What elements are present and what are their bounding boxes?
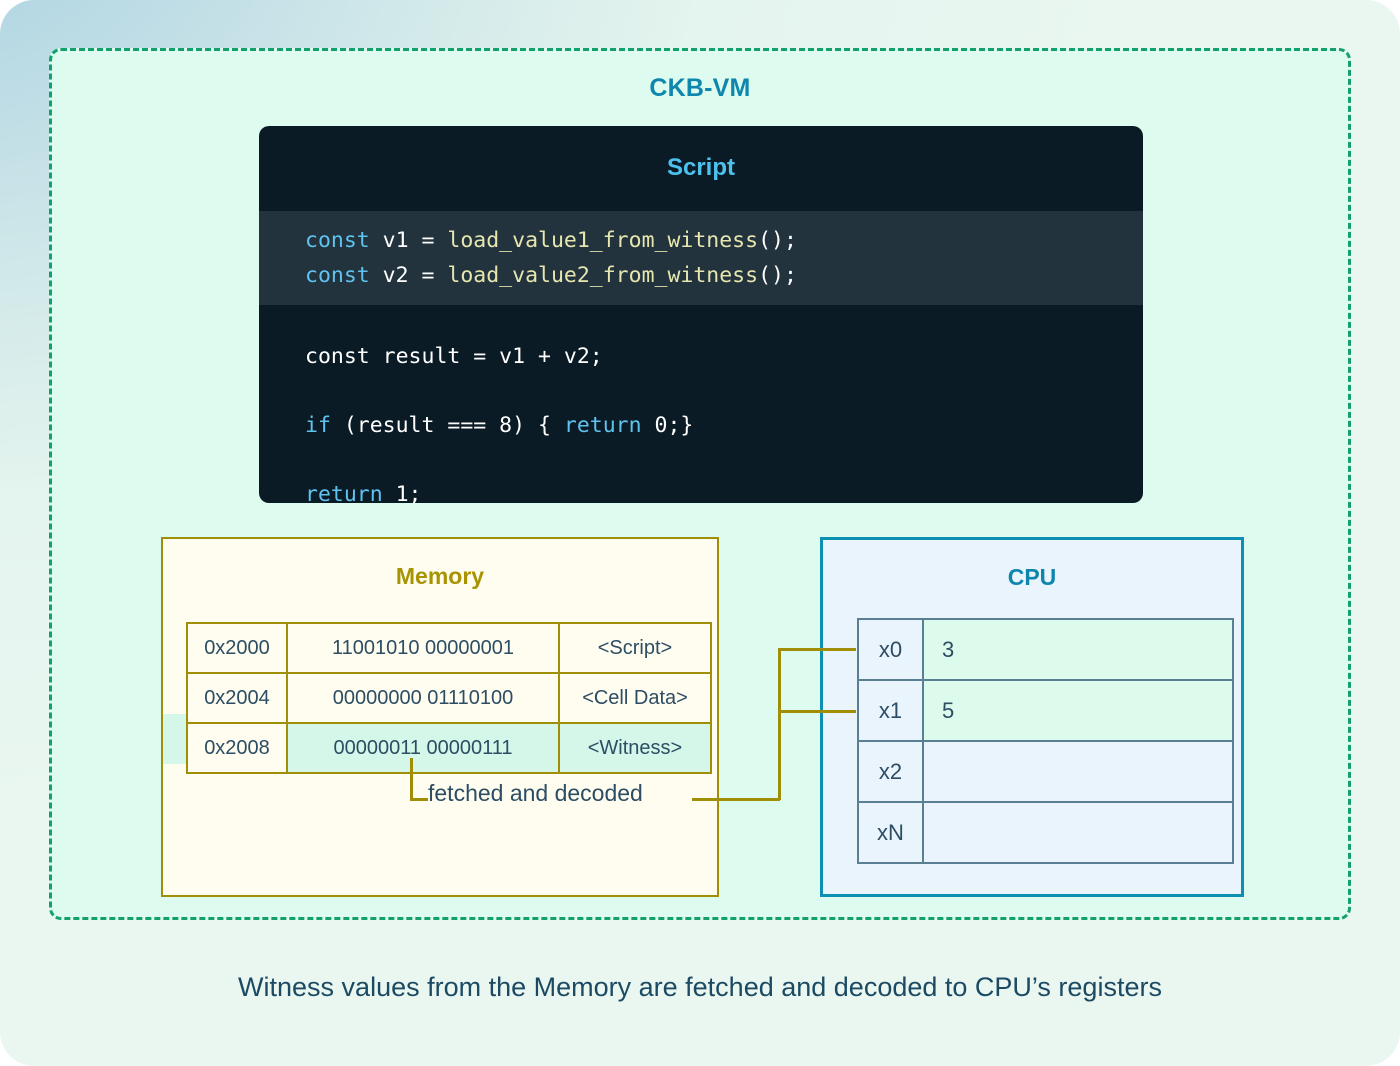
memory-tag-cell: <Cell Data> bbox=[558, 672, 712, 724]
memory-address-cell: 0x2004 bbox=[186, 672, 288, 724]
connector-branch-x0 bbox=[778, 648, 856, 651]
ckb-vm-title: CKB-VM bbox=[649, 74, 751, 102]
fetched-and-decoded-label: fetched and decoded bbox=[428, 780, 643, 806]
cpu-register-value-cell: 5 bbox=[922, 679, 1234, 742]
memory-address-cell: 0x2008 bbox=[186, 722, 288, 774]
connector-branch-x1 bbox=[778, 710, 856, 713]
cpu-register-name-cell: xN bbox=[857, 801, 924, 864]
cpu-register-name-cell: x1 bbox=[857, 679, 924, 742]
code-line: if (result === 8) { return 0;} bbox=[259, 408, 1143, 443]
code-blank-line bbox=[259, 305, 1143, 339]
memory-tag-cell: <Script> bbox=[558, 622, 712, 674]
code-text: v2 = bbox=[382, 263, 448, 288]
script-code-block: const v1 = load_value1_from_witness();co… bbox=[259, 211, 1143, 503]
cpu-register-name-cell: x0 bbox=[857, 618, 924, 681]
diagram-caption: Witness values from the Memory are fetch… bbox=[238, 972, 1162, 1002]
memory-title: Memory bbox=[395, 563, 485, 589]
memory-highlight-bleed bbox=[163, 714, 189, 764]
memory-bits-cell: 00000011 00000111 bbox=[286, 722, 560, 774]
code-text: v1 = bbox=[382, 228, 448, 253]
cpu-register-value-cell bbox=[922, 740, 1234, 803]
code-function-name: load_value1_from_witness bbox=[447, 228, 759, 253]
cpu-title: CPU bbox=[1007, 564, 1057, 590]
memory-bits-cell: 00000000 01110100 bbox=[286, 672, 560, 724]
cpu-register-row: xN bbox=[857, 801, 1234, 864]
code-blank-line bbox=[259, 443, 1143, 477]
cpu-register-name-cell: x2 bbox=[857, 740, 924, 803]
memory-address-cell: 0x2000 bbox=[186, 622, 288, 674]
code-text: 0;} bbox=[641, 413, 694, 438]
code-keyword: const bbox=[305, 228, 383, 253]
code-line: const result = v1 + v2; bbox=[259, 339, 1143, 374]
connector-label-foot-left bbox=[410, 798, 428, 801]
connector-label-foot-right bbox=[692, 798, 780, 801]
code-line: const v1 = load_value1_from_witness(); bbox=[259, 223, 1143, 258]
code-keyword: return bbox=[563, 413, 642, 438]
code-keyword: const bbox=[305, 263, 383, 288]
code-keyword: return bbox=[305, 482, 383, 503]
connector-witness-drop bbox=[410, 758, 413, 800]
code-function-name: load_value2_from_witness bbox=[447, 263, 759, 288]
code-keyword: if bbox=[305, 413, 331, 438]
code-text: (); bbox=[758, 228, 797, 253]
code-text: const result = v1 + v2; bbox=[305, 344, 603, 369]
memory-tag-cell: <Witness> bbox=[558, 722, 712, 774]
code-text: 1; bbox=[382, 482, 422, 503]
script-panel: Script const v1 = load_value1_from_witne… bbox=[259, 126, 1143, 503]
code-line: const v2 = load_value2_from_witness(); bbox=[259, 258, 1143, 293]
code-highlight-band: const v1 = load_value1_from_witness();co… bbox=[259, 211, 1143, 305]
connector-riser bbox=[778, 648, 781, 800]
cpu-register-value-cell bbox=[922, 801, 1234, 864]
memory-bits-cell: 11001010 00000001 bbox=[286, 622, 560, 674]
code-blank-line bbox=[259, 374, 1143, 408]
code-text: (result === 8) { bbox=[330, 413, 564, 438]
script-title: Script bbox=[666, 154, 735, 181]
cpu-register-row: x2 bbox=[857, 740, 1234, 803]
code-line: return 1; bbox=[259, 477, 1143, 503]
code-text: (); bbox=[758, 263, 797, 288]
cpu-register-value-cell: 3 bbox=[922, 618, 1234, 681]
